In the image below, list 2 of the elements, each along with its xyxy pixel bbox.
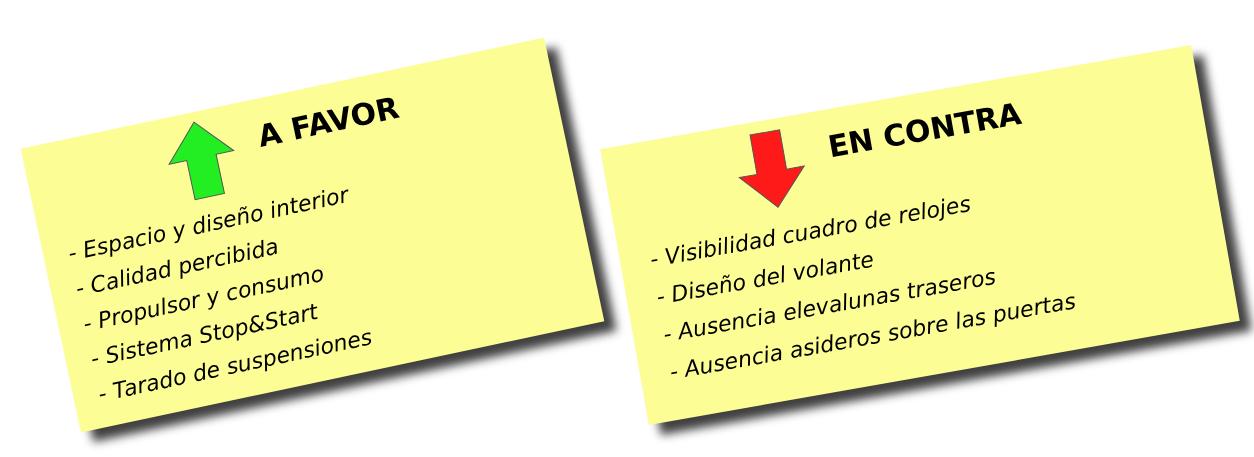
heading: A FAVOR <box>254 89 403 154</box>
heading: EN CONTRA <box>825 95 1024 165</box>
